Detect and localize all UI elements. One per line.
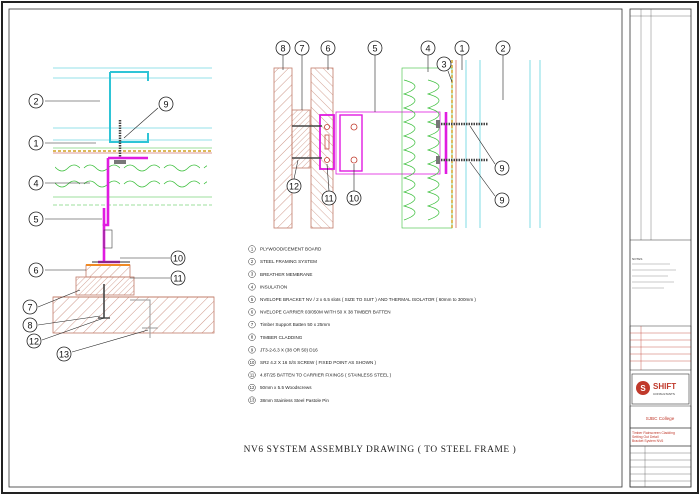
logo-subtext: CONSULTANTS [653,392,675,396]
legend-number: 1 [251,247,254,252]
legend-marker [248,245,256,253]
legend-number: 7 [251,322,254,327]
legend-number: 10 [250,360,255,365]
legend-marker [248,283,256,291]
legend-item: 38mm Stainless Steel Pastole Pin [260,398,329,403]
legend-item: NVELOPE CARRIER 03/050M WITH 50 X 38 TIM… [260,310,391,315]
callout-a-12: 12 [29,337,39,347]
notes-block: NOTES [632,257,642,261]
legend-number: 11 [250,373,255,378]
legend-marker [248,295,256,304]
legend-marker [248,371,256,379]
legend-marker [248,320,256,329]
legend-item: PLYWOOD/CEMENT BOARD [260,247,322,252]
legend-number: 12 [250,385,255,390]
legend-marker [248,270,256,278]
legend-item: INSULATION [260,284,287,289]
callout-a-8: 8 [27,321,32,331]
drawing-name: Timber Rainscreen Cladding Setting Out D… [632,431,676,443]
client-name: SJBC College [646,416,675,421]
callout-b-6: 6 [325,44,330,54]
legend-item: JT3-2-6.3 X (38 OR 50) D16 [260,347,318,352]
legend-item: TIMBER CLADDING [260,335,303,340]
legend-number: 8 [251,335,254,340]
legend-number: 13 [250,398,255,403]
legend: 1 PLYWOOD/CEMENT BOARD 2 STEEL FRAMING SYST… [248,245,476,404]
plan-cladding [273,67,293,229]
legend-marker [248,396,256,404]
legend-marker [248,333,256,341]
callout-b-1: 1 [459,44,464,54]
logo-text: SHIFT [653,382,676,391]
callout-b-11: 11 [324,194,333,204]
support-batten [75,276,135,296]
legend-marker [248,346,256,354]
legend-number: 2 [251,259,254,264]
legend-item: Timber Support Batten 50 x 25mm [260,322,330,327]
callout-b-5: 5 [372,44,377,54]
plan-bracket [335,111,441,175]
callout-b-2: 2 [500,44,505,54]
plan-timber-batten [310,67,334,229]
legend-marker [248,308,256,316]
callout-a-1: 1 [33,139,38,149]
callout-b-8: 8 [280,44,285,54]
title-block: NOTES S SHIFT CONSULTANTS SJBC College T… [629,8,692,488]
legend-number: 3 [251,272,254,277]
drawing-frame [8,8,623,488]
logo-icon [636,381,650,395]
callout-a-4: 4 [33,179,38,189]
legend-number: 4 [251,284,254,289]
callout-b-4: 4 [425,44,430,54]
legend-item: NVELOPE BRACKET NV / 2 x 6.5 slots ( SIZ… [260,297,476,302]
callout-a-7: 7 [27,303,32,313]
timber-cladding [52,296,215,334]
callout-a-13: 13 [59,350,69,360]
callout-b-12: 12 [289,182,299,192]
legend-marker [248,257,256,266]
legend-item: SR2 4.2 X 16 S/S SCREW ( FIXED POINT AS … [260,360,377,365]
legend-number: 9 [251,347,254,352]
drawing-title: NV6 SYSTEM ASSEMBLY DRAWING ( TO STEEL F… [244,444,517,455]
section-a [52,67,215,338]
section-b-callouts: 8 7 6 5 4 1 2 3 12 11 10 9 [275,40,511,208]
callout-b-9-upper: 9 [499,164,504,174]
legend-item: BREATHER MEMBRANE [260,272,313,277]
callout-a-9: 9 [163,100,168,110]
plan-support-batten [291,109,311,169]
callout-a-6: 6 [33,266,38,276]
callout-b-10: 10 [349,194,359,204]
legend-item: 4.8T/25 BATTEN TO CARRIER FIXINGS ( STAI… [260,373,392,378]
timber-batten [85,264,131,278]
callout-a-11: 11 [173,274,182,284]
legend-marker [248,383,256,392]
legend-item: STEEL FRAMING SYSTEM [260,259,317,264]
callout-a-10: 10 [173,254,183,264]
callout-a-5: 5 [33,215,38,225]
legend-number: 6 [251,310,254,315]
callout-a-2: 2 [33,97,38,107]
section-a-callouts: 2 9 1 4 5 10 6 11 7 8 12 13 [22,93,186,362]
callout-b-3: 3 [441,60,446,70]
legend-item: 50mm x 5.5 Woodscrews [260,385,312,390]
plan-screws [436,120,488,164]
callout-b-7: 7 [299,44,304,54]
callout-b-9-lower: 9 [499,196,504,206]
legend-marker [248,358,256,367]
legend-number: 5 [251,297,254,302]
steel-stud [109,71,149,143]
insulation-band [55,157,207,195]
logo-mark: S [640,384,646,393]
